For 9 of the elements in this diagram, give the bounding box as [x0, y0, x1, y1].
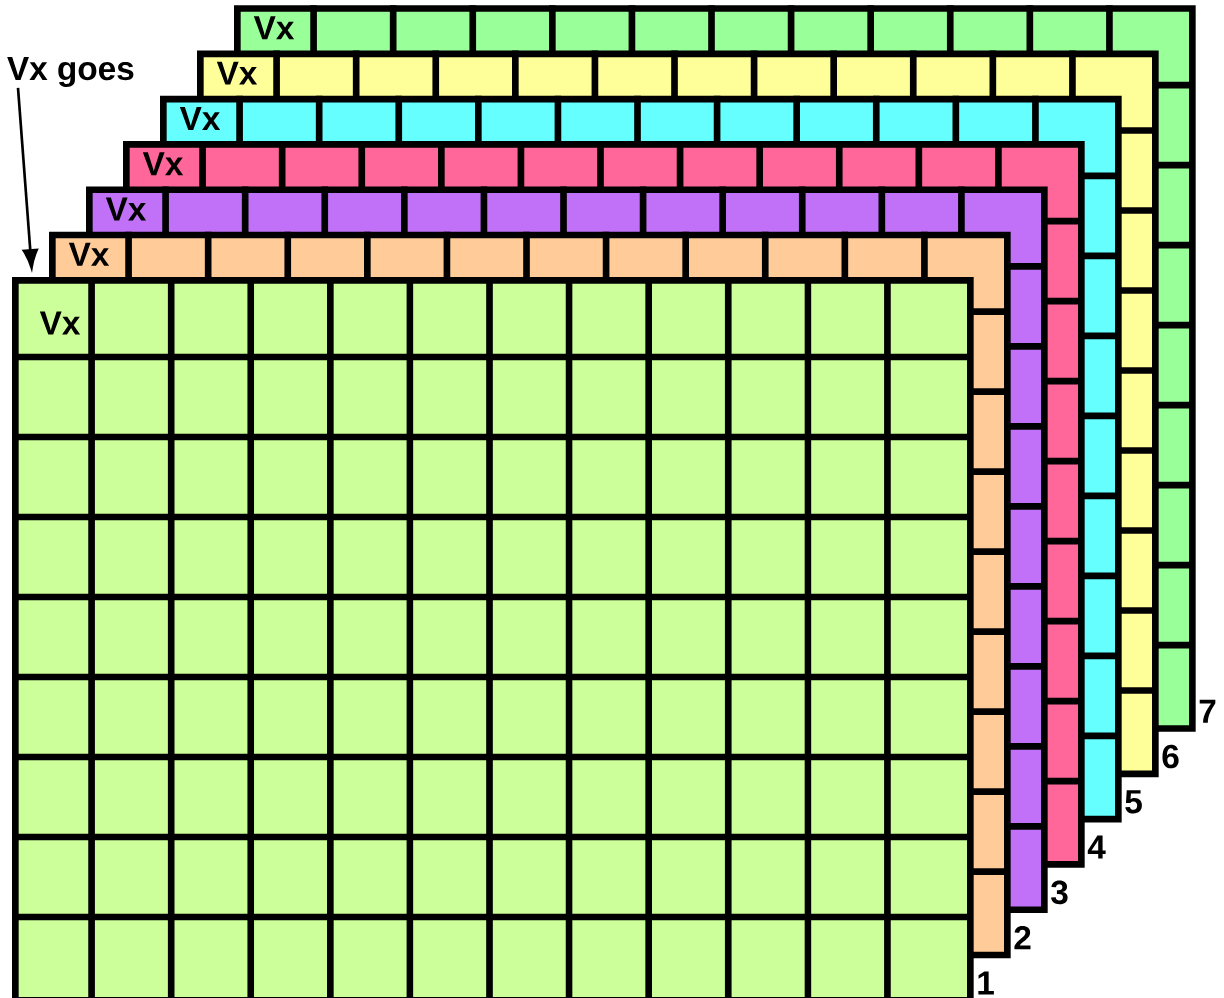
callout-text: Vx goes	[7, 57, 134, 87]
layer-number: 2	[1014, 926, 1031, 950]
layer-number: 6	[1162, 744, 1179, 769]
layer-number: 4	[1087, 835, 1106, 859]
layer-number: 1	[978, 971, 994, 995]
layer-number: 5	[1125, 790, 1142, 814]
layer-number: 7	[1199, 699, 1216, 723]
layer-number: 3	[1051, 880, 1068, 905]
grid-layer: Vx	[12, 277, 974, 998]
